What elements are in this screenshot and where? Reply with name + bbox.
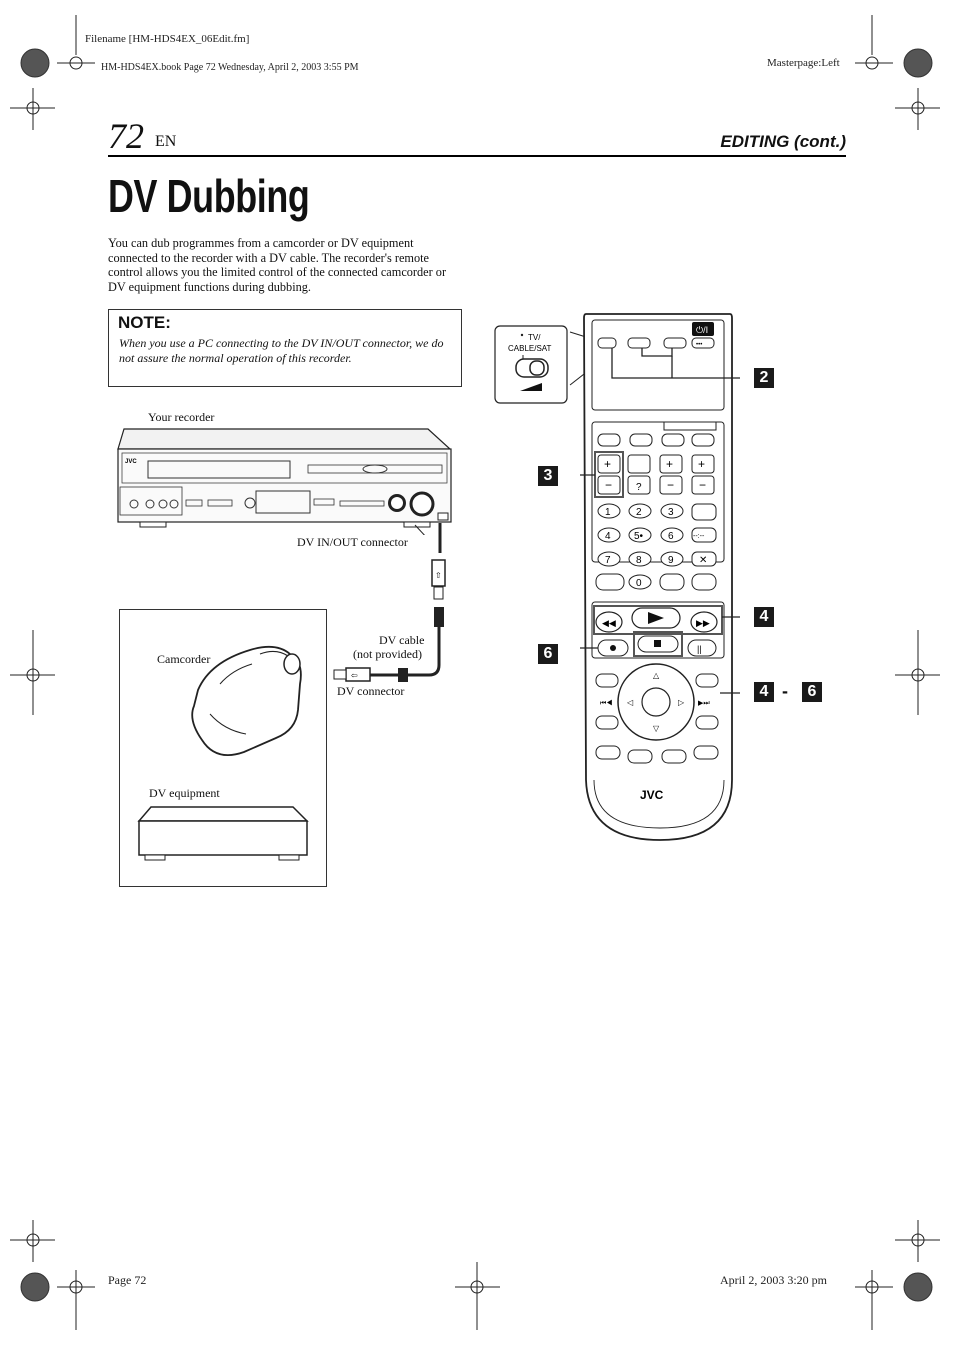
section-title: EDITING (cont.) xyxy=(720,132,846,151)
svg-text:−: − xyxy=(667,478,674,492)
dv-cable-label: DV cable xyxy=(379,633,425,647)
language-code: EN xyxy=(155,133,177,150)
switch-label-cable: CABLE/SAT xyxy=(508,344,552,353)
source-devices-box xyxy=(119,609,327,887)
svg-text:⇦: ⇦ xyxy=(351,671,358,680)
recorder-illustration: JVC xyxy=(117,428,452,535)
remote-control: ⏻/I ••• + − ? + − + − 1 2 3 4 5• xyxy=(580,313,740,841)
page-title: DV Dubbing xyxy=(108,170,310,222)
dv-equipment-illustration xyxy=(137,806,309,861)
svg-text:⇧: ⇧ xyxy=(435,571,442,580)
svg-text:▶⏭: ▶⏭ xyxy=(698,700,710,707)
recorder-brand: JVC xyxy=(125,459,137,465)
svg-text:⏮◀: ⏮◀ xyxy=(600,699,613,707)
svg-text:▷: ▷ xyxy=(678,698,685,707)
svg-text:◁: ◁ xyxy=(627,698,634,707)
key-3: 3 xyxy=(668,507,674,518)
key-4: 4 xyxy=(605,531,611,542)
step-range-separator: - xyxy=(782,681,788,701)
key-6: 6 xyxy=(668,531,674,542)
dashes-key: --:-- xyxy=(693,533,705,540)
step-badge-6-range-end: 6 xyxy=(802,682,822,702)
step-badge-2: 2 xyxy=(754,368,774,388)
your-recorder-label: Your recorder xyxy=(148,410,215,424)
key-8: 8 xyxy=(636,555,642,566)
svg-text:◀◀: ◀◀ xyxy=(602,618,616,628)
question-key: ? xyxy=(636,482,642,493)
key-2: 2 xyxy=(636,507,642,518)
svg-text:•••: ••• xyxy=(696,342,702,348)
dv-cable-illustration: ⇧ ⇦ xyxy=(333,523,446,682)
key-5: 5• xyxy=(634,531,644,542)
tv-cable-switch-inset: TV/ CABLE/SAT xyxy=(494,325,568,404)
page-number: 72 xyxy=(108,116,144,156)
key-0: 0 xyxy=(636,578,642,589)
dv-equipment-label: DV equipment xyxy=(149,786,220,800)
footer-date: April 2, 2003 3:20 pm xyxy=(720,1273,827,1287)
switch-label-tv: TV/ xyxy=(528,333,541,342)
dv-connector-label: DV connector xyxy=(337,684,405,698)
masterpage-label: Masterpage:Left xyxy=(767,57,840,69)
svg-text:||: || xyxy=(697,644,702,654)
step-badge-6: 6 xyxy=(538,644,558,664)
step-badge-4-range-start: 4 xyxy=(754,682,774,702)
svg-text:▽: ▽ xyxy=(653,724,660,733)
step-badge-4: 4 xyxy=(754,607,774,627)
not-provided-label: (not provided) xyxy=(353,647,422,661)
svg-text:▶▶: ▶▶ xyxy=(696,618,710,628)
key-1: 1 xyxy=(605,507,611,518)
x-key: ✕ xyxy=(699,555,707,566)
camcorder-illustration xyxy=(191,645,302,756)
remote-brand: JVC xyxy=(640,788,664,802)
svg-text:+: + xyxy=(698,457,705,471)
key-7: 7 xyxy=(605,555,611,566)
svg-text:+: + xyxy=(604,457,611,471)
step-badge-3: 3 xyxy=(538,466,558,486)
book-info: HM-HDS4EX.book Page 72 Wednesday, April … xyxy=(101,62,359,73)
footer-page: Page 72 xyxy=(108,1273,147,1287)
svg-text:+: + xyxy=(666,457,673,471)
intro-paragraph: You can dub programmes from a camcorder … xyxy=(108,236,447,294)
svg-text:−: − xyxy=(605,478,612,492)
svg-text:△: △ xyxy=(653,671,660,680)
svg-text:⏻/I: ⏻/I xyxy=(696,325,708,335)
note-text: When you use a PC connecting to the DV I… xyxy=(119,336,444,365)
dv-inout-label: DV IN/OUT connector xyxy=(297,535,408,549)
header-rule xyxy=(108,155,846,157)
svg-text:−: − xyxy=(699,478,706,492)
note-title: NOTE: xyxy=(118,313,171,332)
camcorder-label: Camcorder xyxy=(157,652,211,666)
key-9: 9 xyxy=(668,555,674,566)
note-box xyxy=(108,309,462,387)
filename-label: Filename [HM-HDS4EX_06Edit.fm] xyxy=(85,33,250,45)
